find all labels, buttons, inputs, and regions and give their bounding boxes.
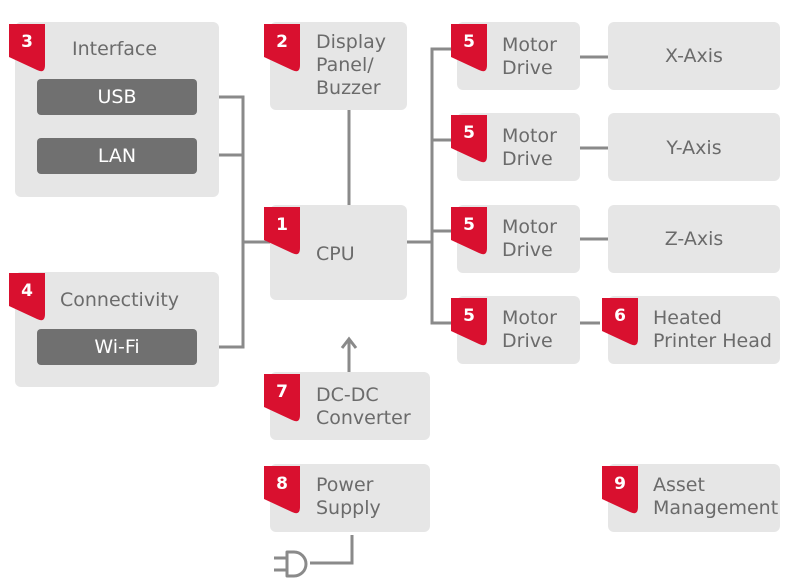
badge-7: 7 — [262, 371, 302, 426]
motor-drive-label: Motor Drive — [502, 125, 557, 171]
interface-label: Interface — [72, 38, 158, 60]
x-axis-block — [608, 22, 780, 90]
x-axis-label: X-Axis — [665, 45, 723, 67]
motor-drive-label: Motor Drive — [502, 216, 557, 262]
usb-port: USB — [37, 79, 197, 115]
badge-number: 9 — [614, 474, 626, 494]
badge-number: 5 — [463, 306, 475, 326]
badge-9: 9 — [600, 463, 640, 518]
badge-number: 2 — [276, 32, 288, 52]
lan-port: LAN — [37, 138, 197, 174]
cpu-label: CPU — [316, 243, 355, 265]
power-plug-icon — [274, 550, 308, 578]
y-axis-label: Y-Axis — [666, 137, 722, 159]
badge-1: 1 — [262, 204, 302, 259]
z-axis-block — [608, 205, 780, 273]
badge-number: 1 — [276, 215, 288, 235]
badge-5: 5 — [449, 112, 489, 167]
connectivity-label: Connectivity — [60, 289, 180, 311]
badge-number: 6 — [614, 306, 626, 326]
wifi-module: Wi-Fi — [37, 329, 197, 365]
badge-number: 4 — [21, 281, 33, 301]
heated-printer-head-label: Heated Printer Head — [653, 307, 772, 353]
power-label: Power Supply — [316, 474, 381, 520]
badge-5: 5 — [449, 21, 489, 76]
y-axis-block — [608, 113, 780, 181]
z-axis-label: Z-Axis — [664, 228, 724, 250]
badge-number: 7 — [276, 382, 288, 402]
badge-number: 5 — [463, 215, 475, 235]
display-label: Display Panel/ Buzzer — [316, 31, 387, 100]
badge-6: 6 — [600, 295, 640, 350]
badge-number: 8 — [276, 474, 288, 494]
badge-number: 3 — [21, 32, 33, 52]
badge-4: 4 — [7, 270, 47, 325]
badge-5: 5 — [449, 204, 489, 259]
badge-number: 5 — [463, 32, 475, 52]
badge-8: 8 — [262, 463, 302, 518]
badge-2: 2 — [262, 21, 302, 76]
asset-management-label: Asset Management — [653, 474, 779, 520]
motor-drive-label: Motor Drive — [502, 34, 557, 80]
badge-5: 5 — [449, 295, 489, 350]
badge-number: 5 — [463, 123, 475, 143]
dcdc-label: DC-DC Converter — [316, 384, 411, 430]
badge-3: 3 — [7, 21, 47, 76]
motor-drive-label: Motor Drive — [502, 307, 557, 353]
